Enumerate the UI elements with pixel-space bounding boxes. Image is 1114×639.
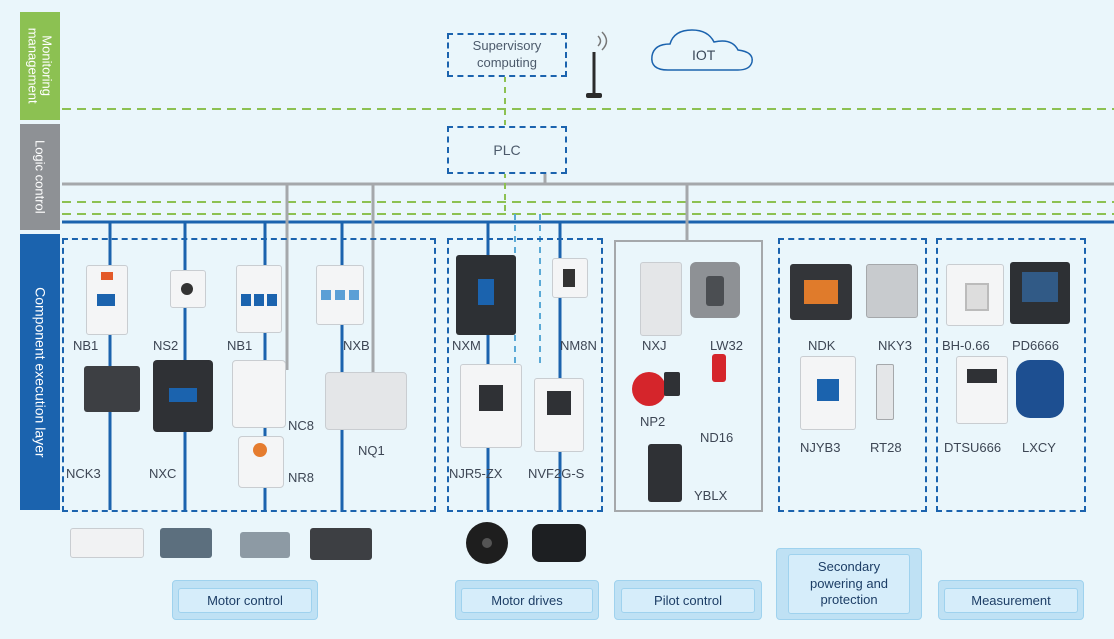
nb1-label-b: NB1	[227, 338, 253, 353]
nky3-label: NKY3	[878, 338, 912, 353]
supervisory-computing-node: Supervisory computing	[447, 33, 567, 77]
secondary-group	[778, 238, 927, 512]
nck3-contactor-image	[84, 366, 140, 412]
nb1-breaker-image-b	[236, 265, 282, 333]
nc8-contactor-image	[232, 360, 286, 428]
dtsu666-meter-image	[956, 356, 1008, 424]
logic-layer-band: Logic control	[20, 124, 60, 230]
njr5-softstarter-image	[460, 364, 522, 448]
chiller-image	[160, 528, 212, 558]
motor-control-group	[62, 238, 436, 512]
nxb-label: NXB	[343, 338, 370, 353]
pd6666-label: PD6666	[1012, 338, 1059, 353]
pd6666-meter-image	[1010, 262, 1070, 324]
njyb3-relay-image	[800, 356, 856, 430]
nd16-label: ND16	[700, 430, 734, 445]
motor-drives-caption: Motor drives	[455, 580, 599, 620]
nr8-label: NR8	[288, 470, 315, 485]
nm8n-label: NM8N	[560, 338, 597, 353]
nb1-breaker-image	[86, 265, 128, 335]
nm8n-breaker-image	[552, 258, 588, 298]
nq1-label: NQ1	[358, 443, 385, 458]
dtsu666-label: DTSU666	[944, 440, 1002, 455]
nck3-label: NCK3	[66, 466, 101, 481]
compressor-image	[310, 528, 372, 560]
execution-layer-label: Component execution layer	[32, 286, 49, 458]
bh066-label: BH-0.66	[942, 338, 990, 353]
plc-node: PLC	[447, 126, 567, 174]
ndk-label: NDK	[808, 338, 836, 353]
nb1-label-a: NB1	[73, 338, 99, 353]
yblx-switch-image	[648, 444, 682, 502]
motor-drives-group	[447, 238, 603, 512]
ndk-transformer-image	[790, 264, 852, 320]
nd16-indicator-image	[712, 354, 726, 382]
monitoring-layer-band: Monitoring management	[20, 12, 60, 120]
nxj-label: NXJ	[642, 338, 667, 353]
nky3-psu-image	[866, 264, 918, 318]
njr5-label: NJR5-ZX	[449, 466, 503, 481]
motor-control-caption: Motor control	[172, 580, 318, 620]
measurement-group	[936, 238, 1086, 512]
ns2-label: NS2	[153, 338, 179, 353]
rooftop-unit-image	[240, 532, 290, 558]
lxcy-watermeter-image	[1016, 360, 1064, 418]
air-conditioner-image	[70, 528, 144, 558]
np2-button-image	[632, 372, 666, 406]
np2-base-image	[664, 372, 680, 396]
nxb-breaker-image	[316, 265, 364, 325]
monitoring-layer-label: Monitoring management	[26, 28, 55, 104]
measurement-caption: Measurement	[938, 580, 1084, 620]
nxc-label: NXC	[149, 466, 177, 481]
logic-layer-label: Logic control	[32, 140, 48, 214]
execution-layer-band: Component execution layer	[20, 234, 60, 510]
njyb3-label: NJYB3	[800, 440, 841, 455]
nxj-relay-image	[640, 262, 682, 336]
lw32-label: LW32	[710, 338, 743, 353]
bh066-ct-image	[946, 264, 1004, 326]
pilot-control-group	[614, 240, 763, 512]
np2-label: NP2	[640, 414, 666, 429]
nvf2g-label: NVF2G-S	[528, 466, 585, 481]
iot-label: IOT	[692, 47, 716, 63]
secondary-caption: Secondary powering and protection	[776, 548, 922, 620]
nc8-label: NC8	[288, 418, 315, 433]
pilot-control-caption: Pilot control	[614, 580, 762, 620]
lxcy-label: LXCY	[1022, 440, 1056, 455]
motor-image	[532, 524, 586, 562]
nvf2g-inverter-image	[534, 378, 584, 452]
lw32-switch-image	[690, 262, 740, 318]
nxm-breaker-image	[456, 255, 516, 335]
yblx-label: YBLX	[694, 488, 728, 503]
ns2-starter-image	[170, 270, 206, 308]
nr8-relay-image	[238, 436, 284, 488]
rt28-fuse-image	[876, 364, 894, 420]
rt28-label: RT28	[870, 440, 902, 455]
nq1-switch-image	[325, 372, 407, 430]
nxm-label: NXM	[452, 338, 481, 353]
nxc-contactor-image	[153, 360, 213, 432]
